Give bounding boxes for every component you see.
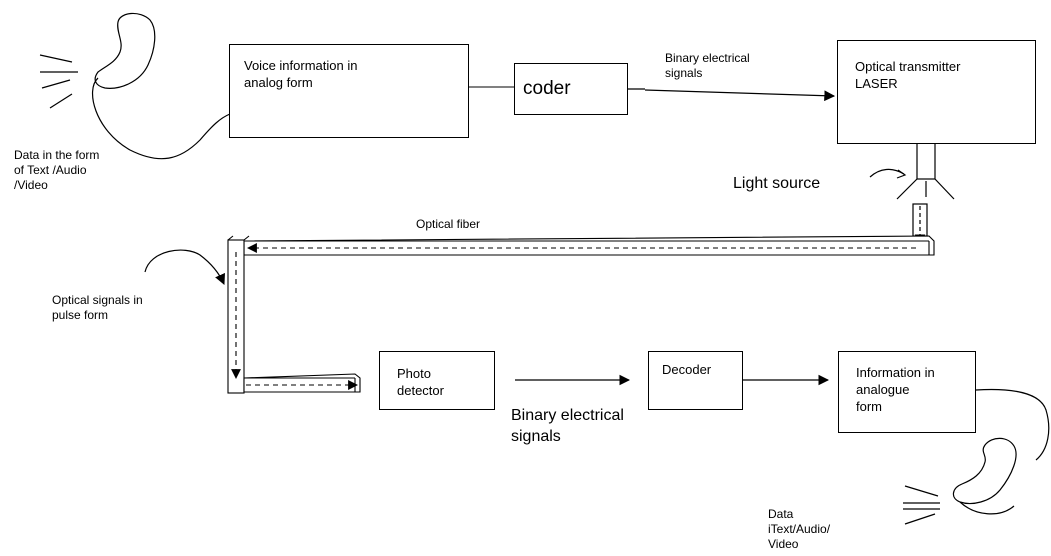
optical-signals-label: Optical signals in pulse form bbox=[52, 293, 143, 322]
sound-lines-icon bbox=[39, 54, 78, 109]
photo-detector-box: Photo detector bbox=[379, 351, 495, 410]
optical-fiber-label: Optical fiber bbox=[416, 217, 481, 231]
data-output-label: Data iText/Audio/ Video bbox=[768, 507, 831, 551]
sound-lines-output-icon bbox=[903, 485, 940, 525]
optical-transmitter-label: Optical transmitter LASER bbox=[855, 59, 961, 91]
optical-fiber-top bbox=[243, 235, 935, 256]
speaker-head-icon bbox=[91, 12, 231, 160]
voice-information-label: Voice information in analog form bbox=[244, 58, 358, 90]
voice-information-box: Voice information in analog form bbox=[229, 44, 469, 138]
binary-electrical-top-label: Binary electrical signals bbox=[665, 51, 750, 80]
information-label: Information in analogue form bbox=[856, 365, 935, 414]
light-source-label: Light source bbox=[733, 175, 821, 192]
output-wire bbox=[975, 388, 1050, 461]
listener-head-icon bbox=[952, 437, 1017, 515]
data-input-label: Data in the form of Text /Audio /Video bbox=[14, 148, 100, 192]
light-source-icon bbox=[869, 142, 955, 246]
coder-box: coder bbox=[514, 63, 628, 115]
optical-signals-pointer bbox=[144, 249, 225, 285]
optical-fiber-vertical bbox=[227, 235, 250, 394]
coder-to-laser-arrow bbox=[628, 88, 836, 102]
decoder-box: Decoder bbox=[648, 351, 743, 410]
optical-transmitter-box: Optical transmitter LASER bbox=[837, 40, 1036, 144]
decoder-label: Decoder bbox=[662, 362, 712, 377]
coder-label: coder bbox=[523, 78, 571, 99]
photo-detector-label: Photo detector bbox=[397, 366, 444, 398]
binary-electrical-bottom-label: Binary electrical signals bbox=[511, 407, 624, 445]
optical-fiber-bottom bbox=[243, 373, 361, 393]
information-box: Information in analogue form bbox=[838, 351, 976, 433]
